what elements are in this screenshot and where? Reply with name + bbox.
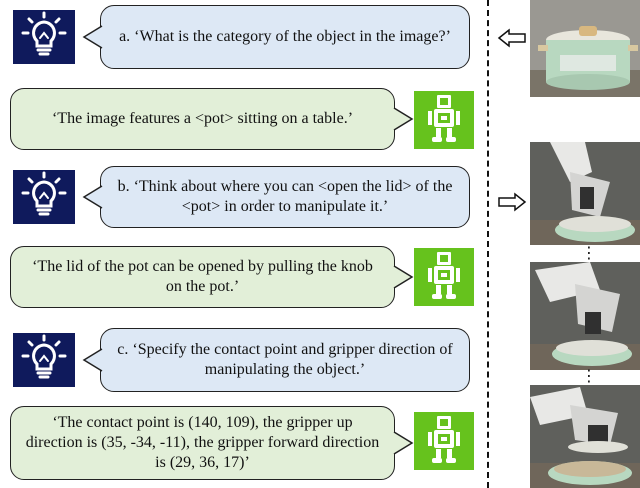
bubble-tail (393, 265, 414, 289)
question-bubble-a: a. ‘What is the category of the object i… (100, 5, 470, 69)
answer-text-a: ‘The image features a <pot> sitting on a… (51, 110, 354, 127)
ellipsis-icon: ⋮ (581, 366, 597, 385)
lightbulb-icon (13, 333, 75, 387)
bubble-tail (393, 107, 414, 131)
gripper-photo-3 (530, 385, 640, 488)
pot-photo (530, 0, 640, 97)
bubble-tail (393, 431, 414, 455)
hollow-arrow-icon (496, 192, 528, 212)
hollow-arrow-icon (496, 28, 528, 48)
bubble-tail (82, 348, 103, 372)
robot-icon (414, 248, 474, 306)
answer-bubble-c: ‘The contact point is (140, 109), the gr… (10, 406, 395, 480)
dashed-divider (487, 0, 489, 488)
answer-text-b: ‘The lid of the pot can be opened by pul… (32, 258, 373, 295)
question-bubble-b: b. ‘Think about where you can <open the … (100, 166, 470, 228)
gripper-photo-1 (530, 142, 640, 245)
answer-bubble-b: ‘The lid of the pot can be opened by pul… (10, 246, 395, 308)
lightbulb-icon (13, 170, 75, 224)
answer-text-c: ‘The contact point is (140, 109), the gr… (25, 414, 380, 471)
question-text-b: b. ‘Think about where you can <open the … (117, 178, 453, 215)
bubble-tail (82, 185, 103, 209)
lightbulb-icon (13, 10, 75, 64)
gripper-photo-2 (530, 262, 640, 370)
question-bubble-c: c. ‘Specify the contact point and grippe… (100, 328, 470, 392)
question-text-c: c. ‘Specify the contact point and grippe… (117, 341, 453, 378)
ellipsis-icon: ⋮ (581, 243, 597, 262)
robot-icon (414, 412, 474, 470)
question-text-a: a. ‘What is the category of the object i… (119, 28, 451, 45)
bubble-tail (82, 25, 103, 49)
answer-bubble-a: ‘The image features a <pot> sitting on a… (10, 88, 395, 150)
robot-icon (414, 91, 474, 149)
